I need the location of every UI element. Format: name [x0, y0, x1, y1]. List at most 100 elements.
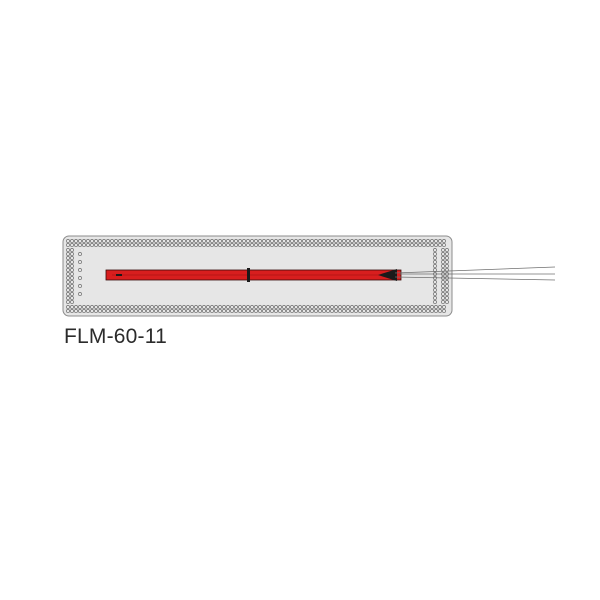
perforation-hole	[106, 309, 110, 313]
perforation-hole	[178, 309, 182, 313]
perforation-hole	[334, 243, 338, 247]
perforation-hole	[190, 305, 194, 309]
perforation-hole	[418, 239, 422, 243]
perforation-hole	[366, 239, 370, 243]
perforation-hole	[422, 239, 426, 243]
perforation-hole	[442, 243, 446, 247]
perforation-hole	[306, 309, 310, 313]
perforation-hole	[445, 264, 449, 268]
perforation-hole	[346, 239, 350, 243]
perforation-hole	[433, 288, 437, 292]
perforation-hole	[274, 305, 278, 309]
perforation-hole	[138, 243, 142, 247]
perforation-hole	[410, 239, 414, 243]
perforation-hole	[130, 309, 134, 313]
perforation-hole	[366, 309, 370, 313]
perforation-hole	[414, 305, 418, 309]
perforation-hole	[238, 309, 242, 313]
perforation-hole	[433, 292, 437, 296]
perforation-hole	[326, 239, 330, 243]
perforation-hole	[194, 309, 198, 313]
perforation-hole	[310, 305, 314, 309]
perforation-hole	[434, 305, 438, 309]
perforation-hole	[238, 239, 242, 243]
perforation-hole	[70, 256, 74, 260]
perforation-hole	[362, 243, 366, 247]
perforation-hole	[290, 309, 294, 313]
perforation-hole	[370, 243, 374, 247]
perforation-hole	[186, 239, 190, 243]
perforation-hole	[386, 239, 390, 243]
perforation-hole	[138, 309, 142, 313]
perforation-hole	[334, 239, 338, 243]
perforation-hole	[86, 305, 90, 309]
perforation-hole	[382, 239, 386, 243]
perforation-hole	[322, 239, 326, 243]
perforation-hole	[386, 243, 390, 247]
perforation-hole	[146, 239, 150, 243]
perforation-hole	[441, 296, 445, 300]
perforation-hole	[110, 243, 114, 247]
perforation-hole	[433, 284, 437, 288]
perforation-hole	[445, 296, 449, 300]
perforation-hole	[82, 309, 86, 313]
perforation-hole	[78, 305, 82, 309]
perforation-hole	[198, 239, 202, 243]
perforation-hole	[166, 243, 170, 247]
perforation-hole	[70, 243, 74, 247]
perforation-hole	[434, 243, 438, 247]
perforation-hole	[70, 252, 74, 256]
perforation-hole	[314, 305, 318, 309]
perforation-hole	[386, 309, 390, 313]
perforation-hole	[282, 239, 286, 243]
perforation-hole	[174, 243, 178, 247]
perforation-hole	[90, 239, 94, 243]
lead-wire-upper	[394, 266, 556, 274]
perforation-hole	[110, 309, 114, 313]
perforation-hole	[433, 252, 437, 256]
perforation-hole	[414, 243, 418, 247]
perforation-hole	[126, 305, 130, 309]
perforation-hole	[66, 268, 70, 272]
perforation-hole	[110, 305, 114, 309]
center-mark	[247, 268, 250, 282]
perforation-hole	[445, 260, 449, 264]
perforation-hole	[66, 305, 70, 309]
perforation-hole	[398, 239, 402, 243]
perforation-hole	[126, 309, 130, 313]
perforation-hole	[302, 239, 306, 243]
perforation-hole	[338, 305, 342, 309]
perforation-hole	[394, 239, 398, 243]
perforation-hole	[90, 309, 94, 313]
perforation-hole	[410, 309, 414, 313]
perforation-hole	[146, 243, 150, 247]
perforation-hole	[262, 243, 266, 247]
perforation-hole	[254, 309, 258, 313]
perforation-hole	[418, 305, 422, 309]
perforation-hole	[378, 239, 382, 243]
perforation-hole	[206, 243, 210, 247]
perforation-hole	[298, 243, 302, 247]
perforation-hole	[306, 243, 310, 247]
perforation-hole	[206, 305, 210, 309]
perforation-hole	[338, 243, 342, 247]
perforation-hole	[166, 239, 170, 243]
perforation-hole	[282, 243, 286, 247]
perforation-hole	[114, 239, 118, 243]
perforation-hole	[354, 305, 358, 309]
perforation-hole	[82, 243, 86, 247]
perforation-hole	[298, 305, 302, 309]
perforation-hole	[286, 309, 290, 313]
perforation-hole	[74, 239, 78, 243]
perforation-hole	[354, 239, 358, 243]
perforation-hole	[70, 296, 74, 300]
lead-terminal	[378, 269, 397, 281]
perforation-hole	[66, 256, 70, 260]
perforation-hole	[150, 305, 154, 309]
perforation-hole	[441, 260, 445, 264]
perforation-hole	[342, 243, 346, 247]
perforation-hole	[350, 305, 354, 309]
perforation-hole	[218, 243, 222, 247]
perforation-hole	[402, 239, 406, 243]
perforation-hole	[66, 276, 70, 280]
